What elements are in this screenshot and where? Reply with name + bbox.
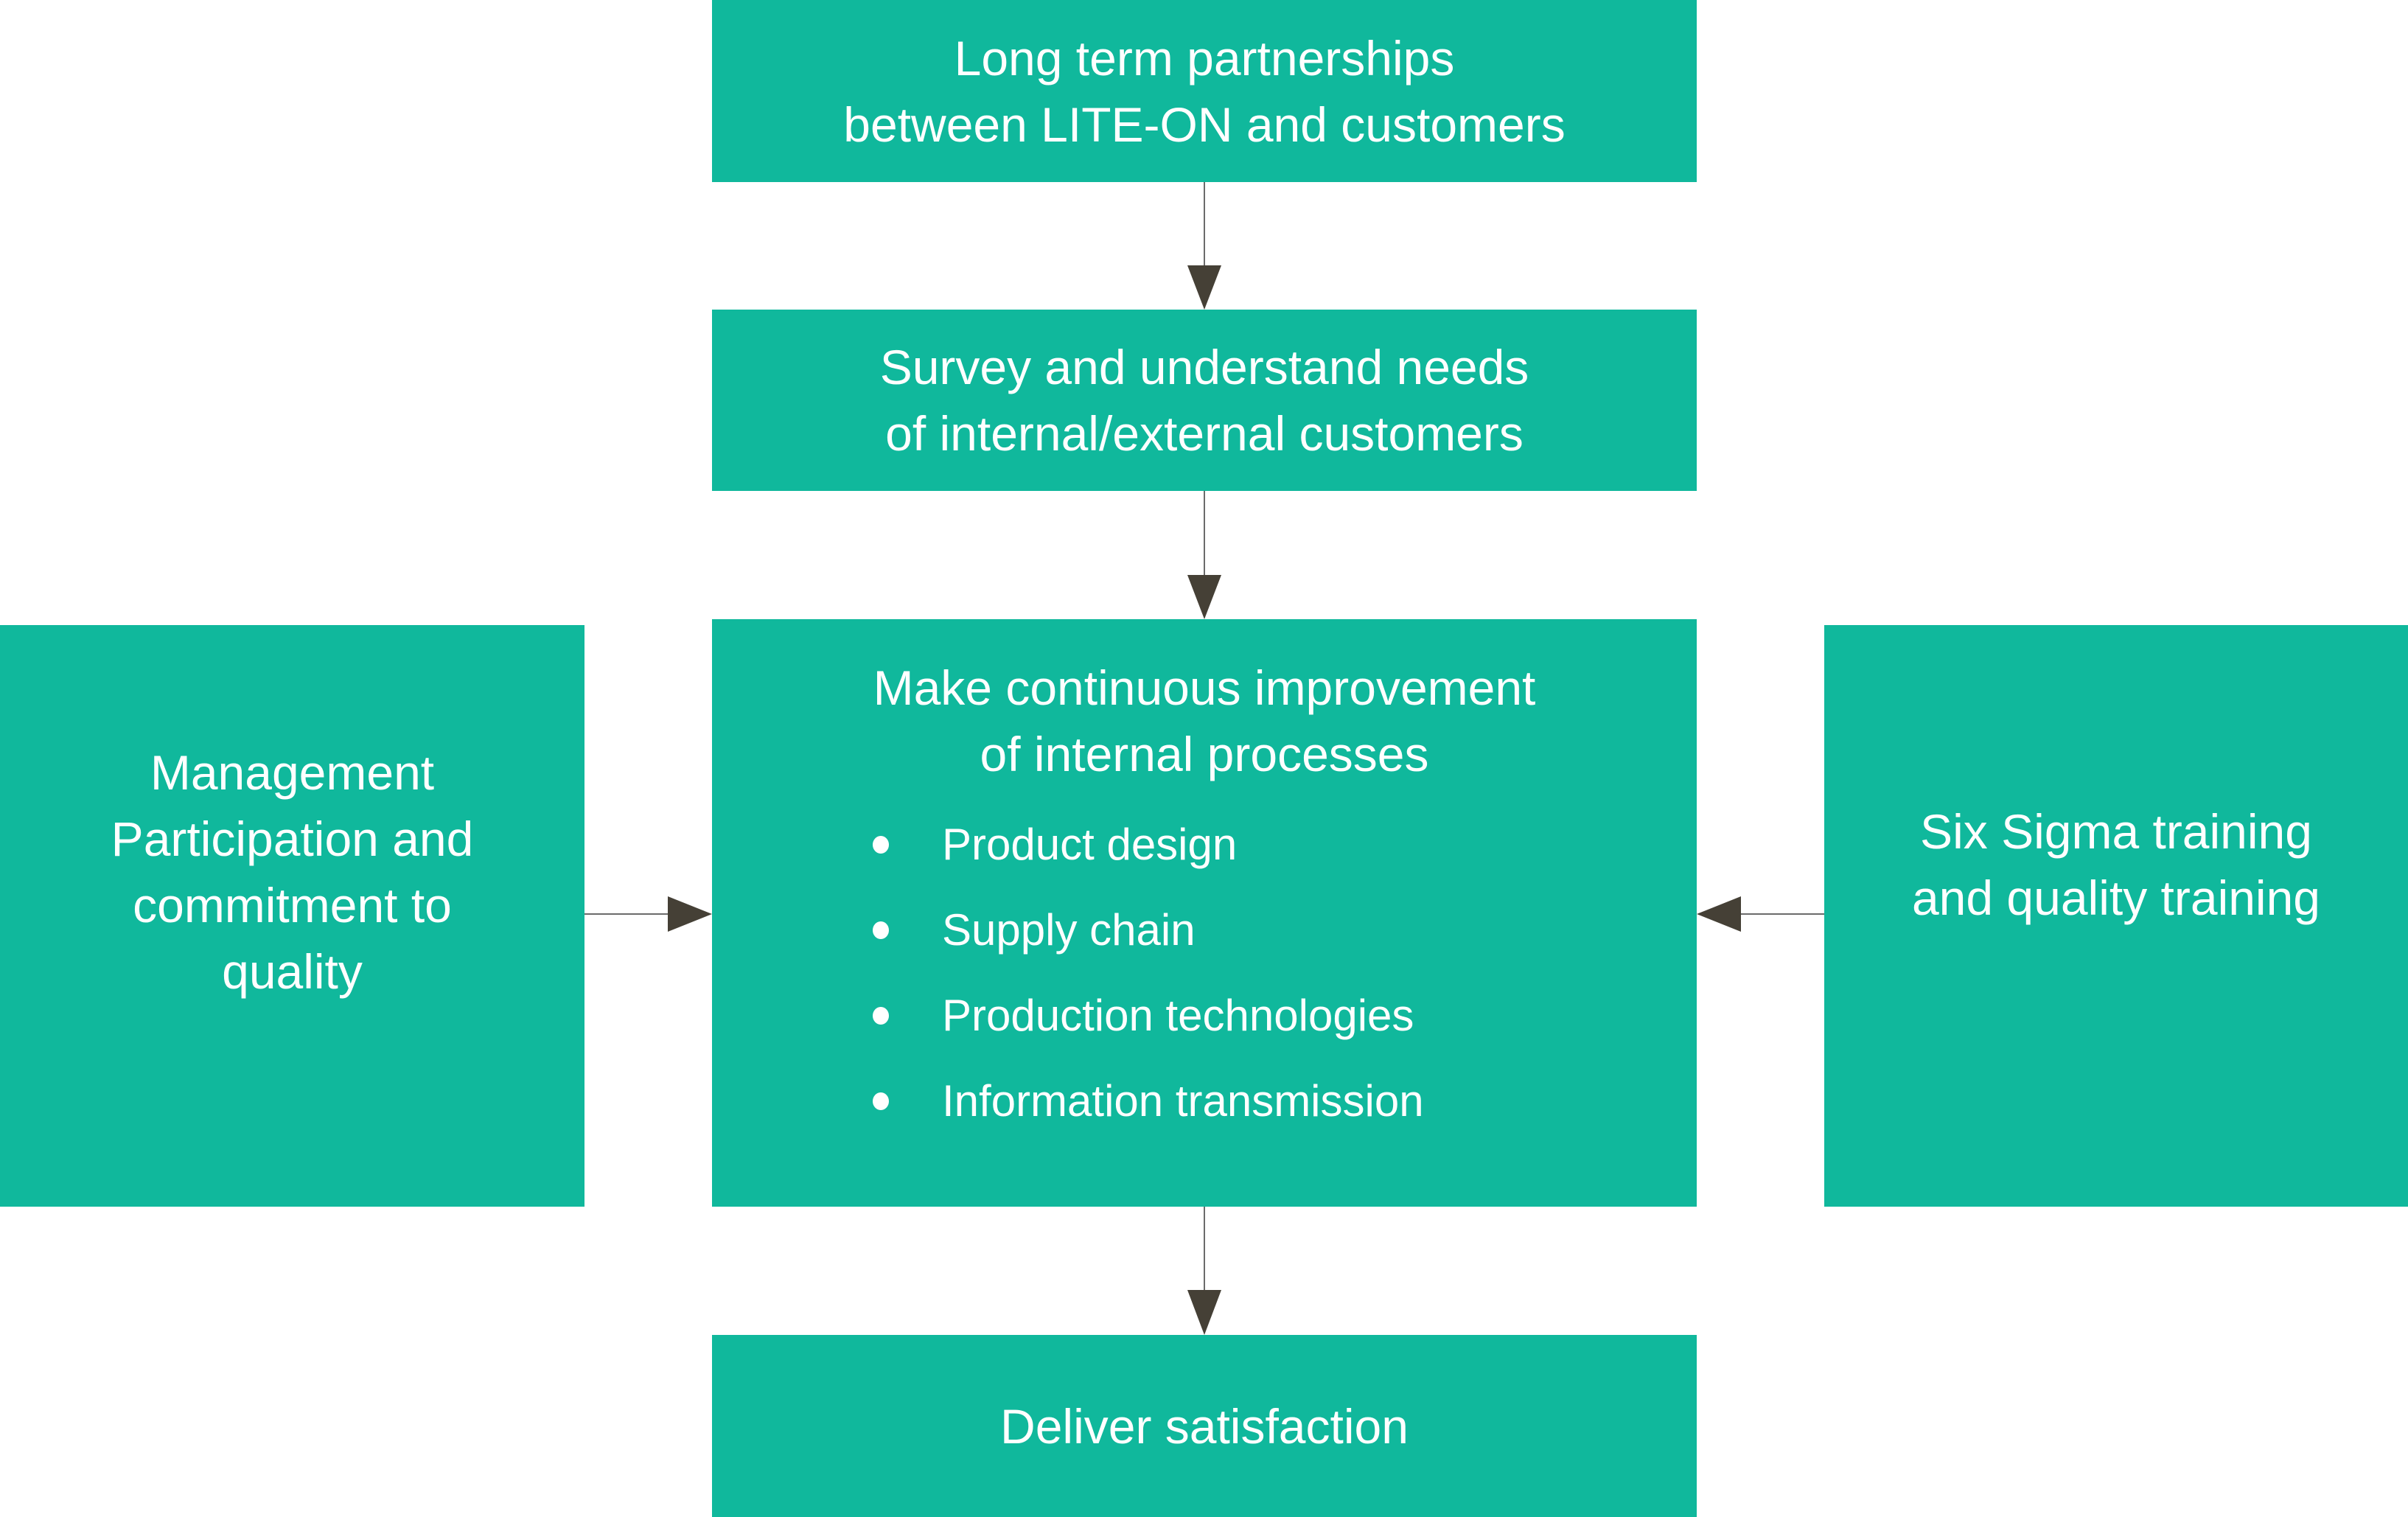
node-text: Management (150, 744, 435, 800)
bullet-icon (873, 836, 889, 854)
bullet-icon (873, 1007, 889, 1025)
node-text: and quality training (1911, 870, 2321, 925)
list-item-text: Product design (942, 820, 1238, 869)
node-long-term-partnerships: Long term partnerships between LITE-ON a… (712, 0, 1697, 182)
arrow-down-icon (1187, 265, 1221, 310)
node-text: Make continuous improvement (873, 660, 1536, 715)
list-item: Information transmission (873, 1059, 1424, 1144)
improvement-list: Product design Supply chain Production t… (873, 802, 1424, 1144)
node-survey-needs: Survey and understand needs of internal/… (712, 310, 1697, 491)
list-item: Production technologies (873, 973, 1424, 1059)
arrow-down-icon (1187, 575, 1221, 619)
node-deliver-satisfaction: Deliver satisfaction (712, 1335, 1697, 1517)
list-item-text: Supply chain (942, 905, 1196, 955)
node-text: Six Sigma training (1920, 803, 2312, 859)
node-continuous-improvement: Make continuous improvement of internal … (712, 619, 1697, 1207)
node-management-participation: Management Participation and commitment … (0, 625, 584, 1207)
node-text: Deliver satisfaction (1000, 1398, 1409, 1454)
node-text: Survey and understand needs (879, 340, 1529, 394)
arrow-right-icon (668, 896, 712, 932)
node-six-sigma-training: Six Sigma training and quality training (1824, 625, 2408, 1207)
list-item: Product design (873, 802, 1424, 887)
arrow-down-icon (1187, 1290, 1221, 1335)
arrow-left-icon (1697, 896, 1741, 932)
bullet-icon (873, 921, 889, 939)
list-item-text: Production technologies (942, 991, 1414, 1040)
node-text: of internal processes (980, 727, 1429, 781)
node-text: between LITE-ON and customers (843, 97, 1566, 152)
node-text: quality (222, 944, 363, 999)
node-text: Long term partnerships (954, 30, 1455, 86)
node-text: commitment to (133, 877, 452, 932)
list-item: Supply chain (873, 887, 1424, 973)
bullet-icon (873, 1092, 889, 1110)
node-text: of internal/external customers (885, 406, 1524, 461)
list-item-text: Information transmission (942, 1076, 1424, 1126)
node-text: Participation and (111, 811, 474, 866)
